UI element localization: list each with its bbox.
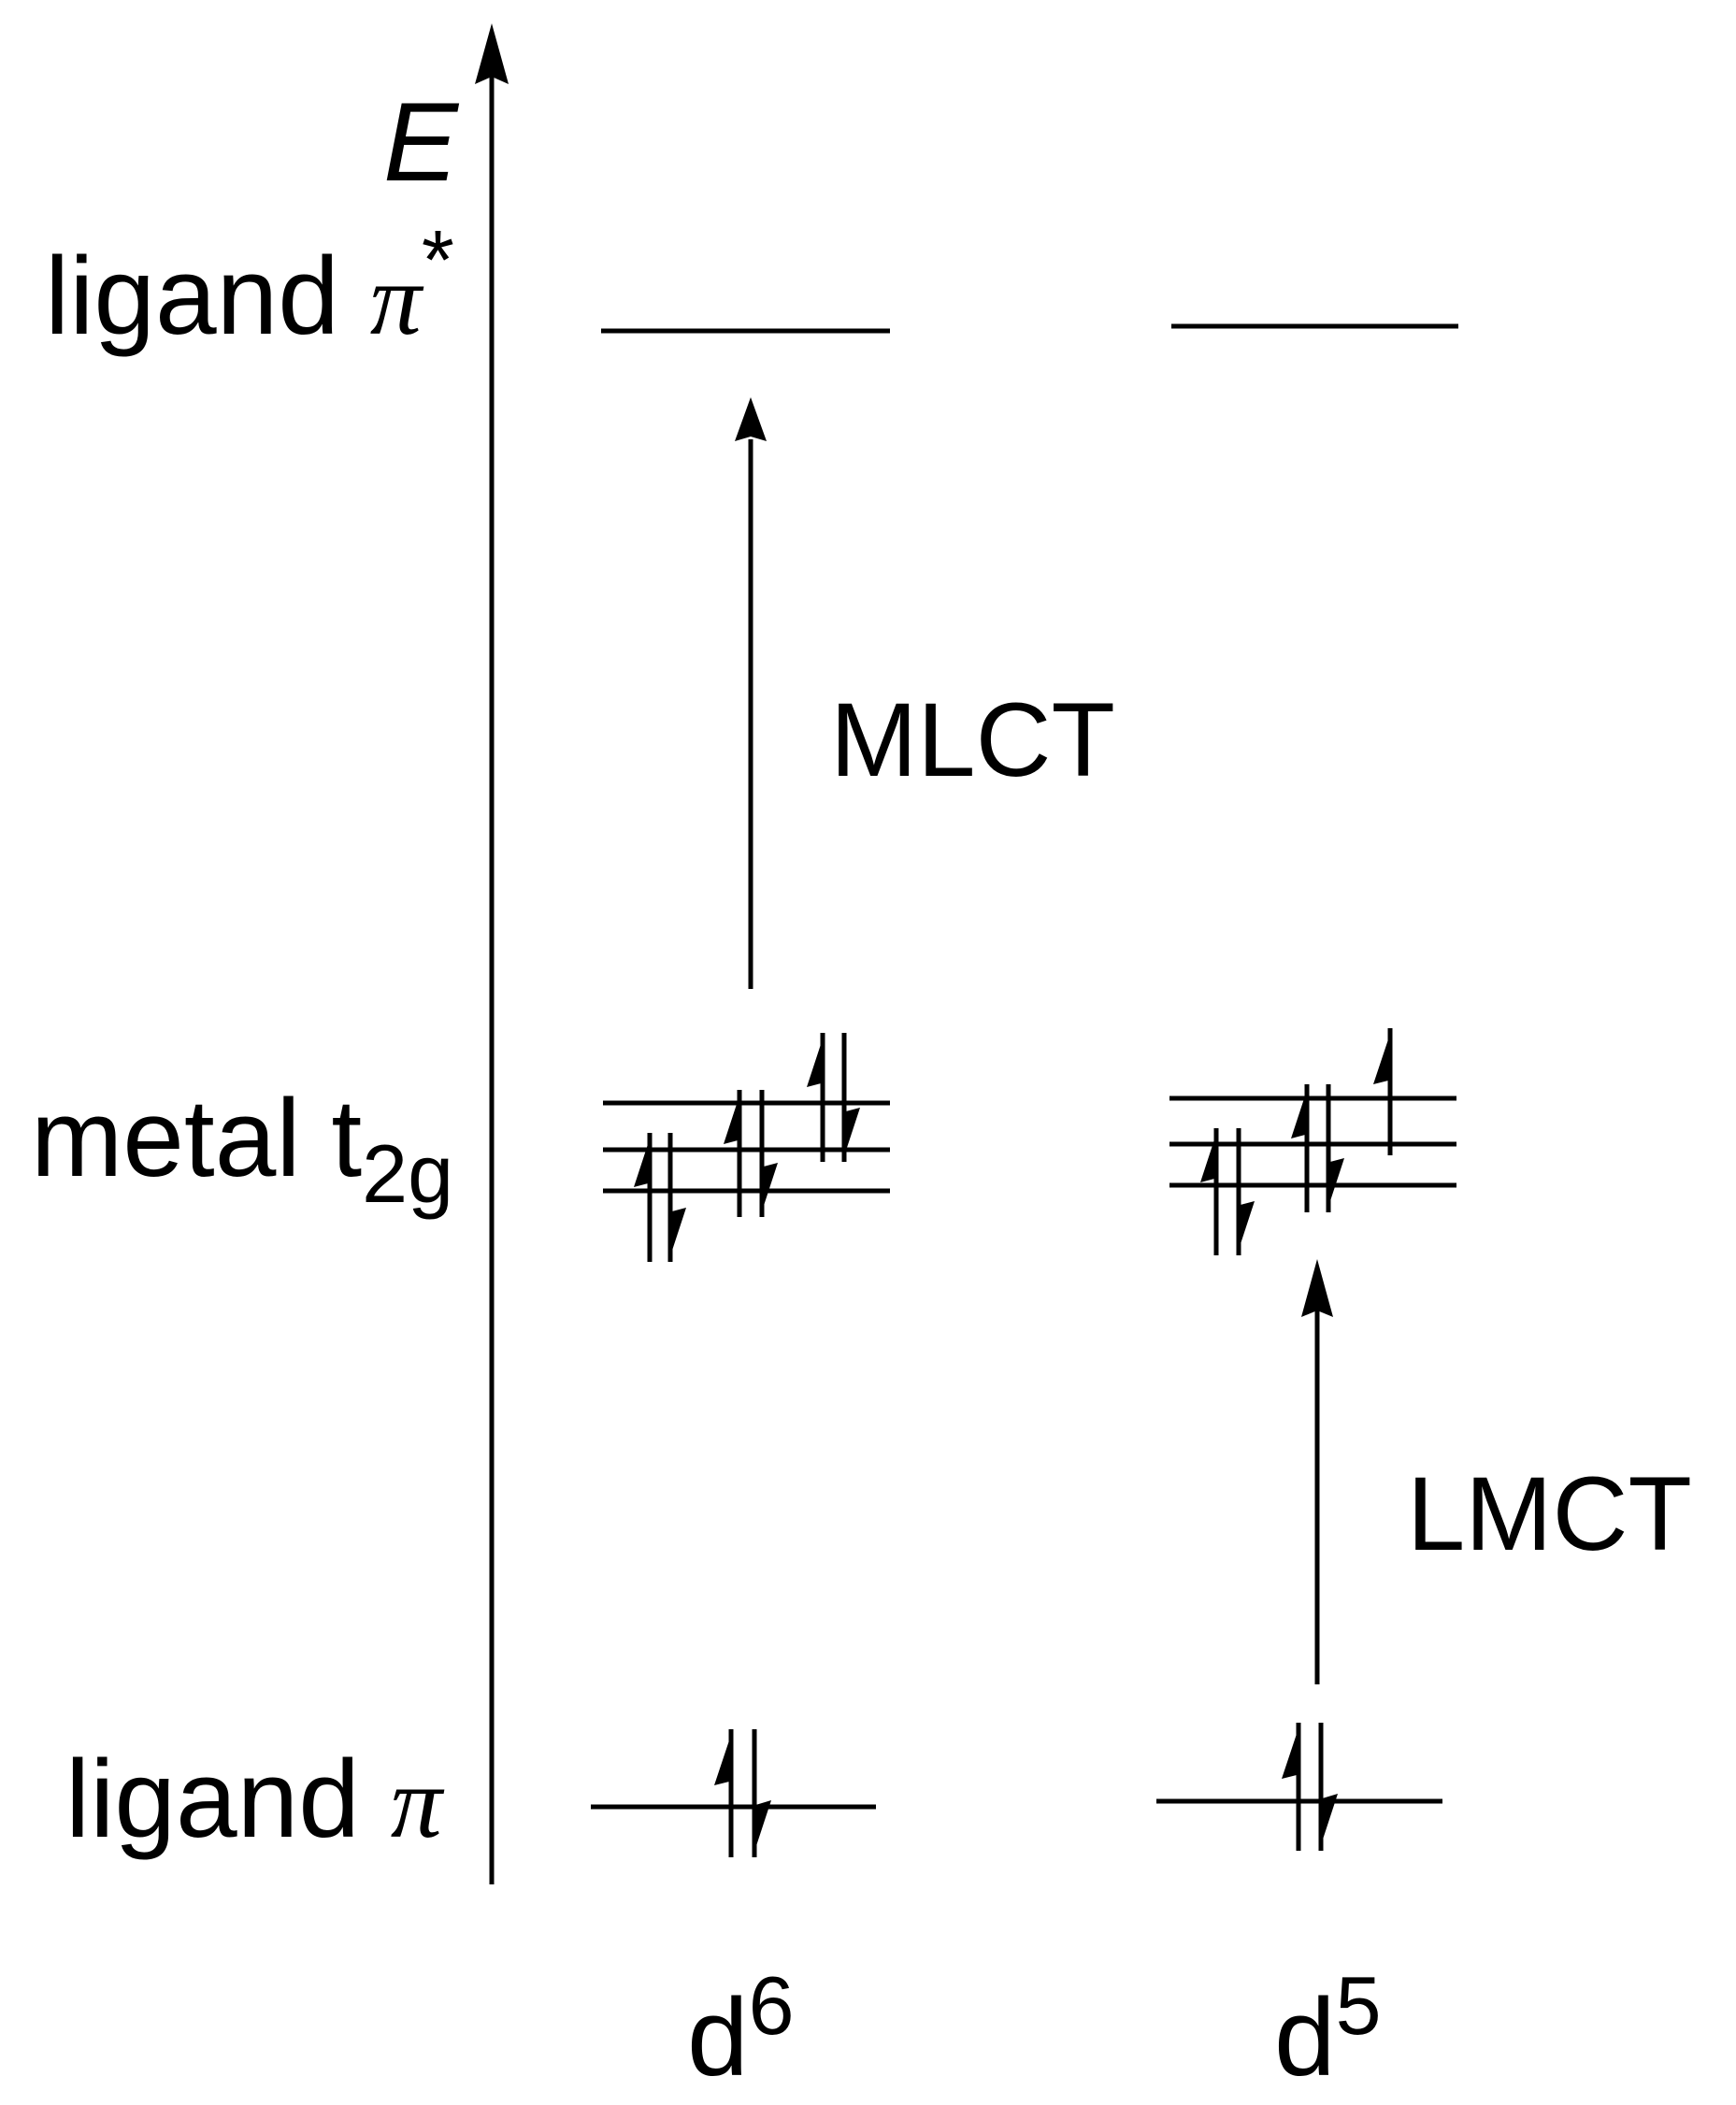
spin-up-half-arrowhead <box>1282 1723 1300 1779</box>
spin-up-half-arrowhead <box>714 1729 733 1785</box>
label-metal-t2g: metal t2g <box>31 1077 453 1220</box>
spin-up-half-arrowhead <box>634 1133 652 1187</box>
electron-pair <box>634 1133 686 1262</box>
lmct-transition: LMCT <box>1301 1259 1692 1684</box>
spin-down-half-arrowhead <box>753 1800 771 1857</box>
mlct-arrowhead-icon <box>735 397 767 441</box>
electron-pair <box>714 1729 771 1857</box>
column-label-d5: d5 <box>1274 1959 1382 2099</box>
column-d5: LMCT d5 <box>1156 323 1692 2099</box>
spin-down-half-arrowhead <box>760 1163 778 1217</box>
electron-pair <box>1200 1128 1255 1255</box>
pi-symbol: π <box>370 242 424 356</box>
t2g-subscript: 2g <box>362 1127 453 1220</box>
spin-down-half-arrowhead <box>668 1208 686 1262</box>
pi-symbol: π <box>391 1745 445 1859</box>
electron-pair <box>807 1033 860 1162</box>
energy-axis-arrowhead-icon <box>475 23 509 84</box>
column-label-d6-base: d <box>687 1976 749 2099</box>
spin-down-half-arrowhead <box>1237 1201 1255 1255</box>
spin-up-half-arrowhead <box>724 1090 741 1144</box>
column-label-d5-superscript: 5 <box>1336 1959 1382 2052</box>
label-metal-t2g-text: metal t <box>31 1077 362 1200</box>
electron-pair <box>724 1090 778 1217</box>
spin-up-half-arrowhead <box>1373 1028 1392 1084</box>
star-superscript: * <box>422 214 454 308</box>
column-label-d5-base: d <box>1274 1976 1336 2099</box>
label-ligand-pi-star: ligand π* <box>45 214 454 358</box>
spin-up-half-arrowhead <box>807 1033 825 1087</box>
spin-down-half-arrowhead <box>842 1108 860 1162</box>
column-d6: MLCT d6 <box>591 328 1115 2099</box>
label-ligand-pi-text: ligand <box>65 1738 391 1861</box>
energy-axis: E <box>383 23 509 1884</box>
label-ligand-pi-star-text: ligand <box>45 235 370 358</box>
electron-pair <box>1291 1084 1344 1212</box>
column-label-d6: d6 <box>687 1959 795 2099</box>
level-labels: ligand π* metal t2g ligand π <box>31 214 454 1861</box>
spin-down-half-arrowhead <box>1319 1794 1338 1851</box>
column-label-d6-superscript: 6 <box>749 1959 795 2052</box>
label-ligand-pi: ligand π <box>65 1738 445 1861</box>
electron-pair <box>1282 1723 1338 1851</box>
mlct-transition: MLCT <box>735 397 1115 989</box>
spin-up-half-arrowhead <box>1291 1084 1309 1138</box>
lmct-arrowhead-icon <box>1301 1259 1333 1317</box>
spin-up-half-arrowhead <box>1200 1128 1218 1182</box>
unpaired-electron <box>1373 1028 1393 1155</box>
lmct-label: LMCT <box>1407 1455 1692 1572</box>
mlct-label: MLCT <box>830 681 1115 798</box>
spin-down-half-arrowhead <box>1327 1158 1344 1212</box>
energy-axis-label: E <box>383 79 460 205</box>
